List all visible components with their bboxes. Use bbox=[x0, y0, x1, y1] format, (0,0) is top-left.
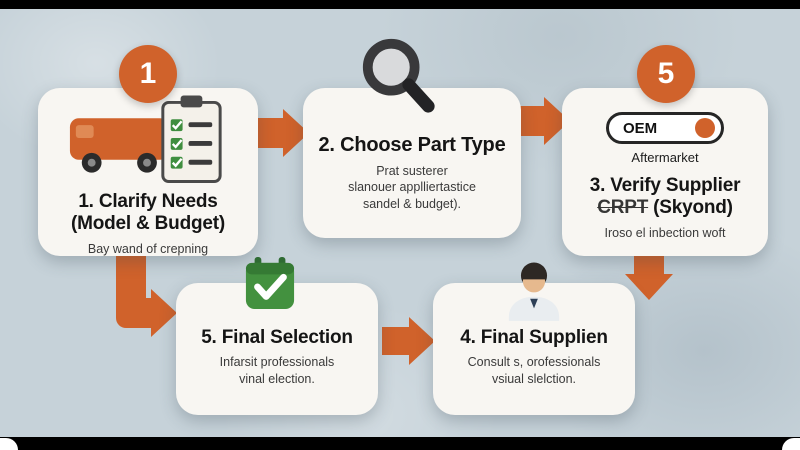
step2-subtitle-line2: slanouer applliertastice bbox=[348, 180, 476, 195]
oem-toggle: OEM bbox=[606, 112, 724, 144]
truck-icon bbox=[69, 118, 169, 173]
step1-title-line2: (Model & Budget) bbox=[70, 213, 226, 235]
step4-subtitle: Consult s, orofessionals vsiual slelctio… bbox=[468, 354, 601, 388]
truck-clipboard-icon bbox=[64, 94, 232, 191]
arrow-step1-to-step5-horizontal bbox=[116, 298, 154, 328]
page-corner-right bbox=[782, 438, 800, 450]
step5-number-badge: 5 bbox=[637, 45, 695, 103]
step2-subtitle-line3: sandel & budget). bbox=[362, 197, 461, 212]
step3-garbled-text: CRPT bbox=[597, 197, 649, 219]
step1-card: 1. Clarify Needs (Model & Budget) Bay wa… bbox=[38, 88, 258, 256]
step5-number: 5 bbox=[657, 57, 675, 90]
step5-subtitle-line2: vinal election. bbox=[239, 372, 315, 387]
oem-toggle-dot bbox=[695, 118, 715, 138]
step5-subtitle: Infarsit professionals vinal election. bbox=[220, 354, 335, 388]
step3-subtitle: Iroso el inbection woft bbox=[604, 225, 726, 240]
arrow-step5-to-step4 bbox=[382, 327, 410, 355]
step4-title: 4. Final Supplien bbox=[460, 327, 608, 348]
step3-title-line2-text: (Skyond) bbox=[653, 197, 733, 219]
step2-title: 2. Choose Part Type bbox=[318, 134, 506, 156]
step2-subtitle: Prat susterer slanouer applliertastice s… bbox=[348, 163, 476, 214]
calendar-check-icon bbox=[244, 256, 296, 317]
letterbox-bottom bbox=[0, 437, 800, 450]
step1-title-line1: 1. Clarify Needs bbox=[78, 191, 218, 212]
step2-card: 2. Choose Part Type Prat susterer slanou… bbox=[303, 88, 521, 238]
step4-subtitle-line2: vsiual slelction. bbox=[491, 372, 577, 387]
step1-number-badge: 1 bbox=[119, 45, 177, 103]
step3-title-line1: 3. Verify Supplier bbox=[589, 175, 741, 196]
arrow-step1-to-step5-head bbox=[151, 289, 177, 337]
step5-subtitle-line1: Infarsit professionals bbox=[219, 355, 335, 370]
oem-toggle-label: OEM bbox=[623, 119, 658, 137]
step3-card: OEM Aftermarket 3. Verify Supplier CRPT(… bbox=[562, 88, 768, 256]
step5-title: 5. Final Selection bbox=[201, 327, 353, 348]
arrow-step5-to-step4-head bbox=[409, 317, 435, 365]
step2-subtitle-line1: Prat susterer bbox=[376, 163, 448, 178]
arrow-step2-to-step3 bbox=[517, 106, 545, 136]
step1-subtitle: Bay wand of crepning bbox=[87, 241, 209, 256]
aftermarket-label: Aftermarket bbox=[631, 150, 699, 165]
magnifier-icon bbox=[358, 34, 440, 121]
step4-subtitle-line1: Consult s, orofessionals bbox=[467, 355, 601, 370]
step3-title-line2: CRPT(Skyond) bbox=[597, 197, 733, 219]
page-corner-left bbox=[0, 438, 18, 450]
technician-avatar-icon bbox=[505, 258, 563, 327]
clipboard-checklist-icon bbox=[161, 95, 222, 183]
letterbox-top bbox=[0, 0, 800, 9]
step1-number: 1 bbox=[139, 57, 157, 90]
